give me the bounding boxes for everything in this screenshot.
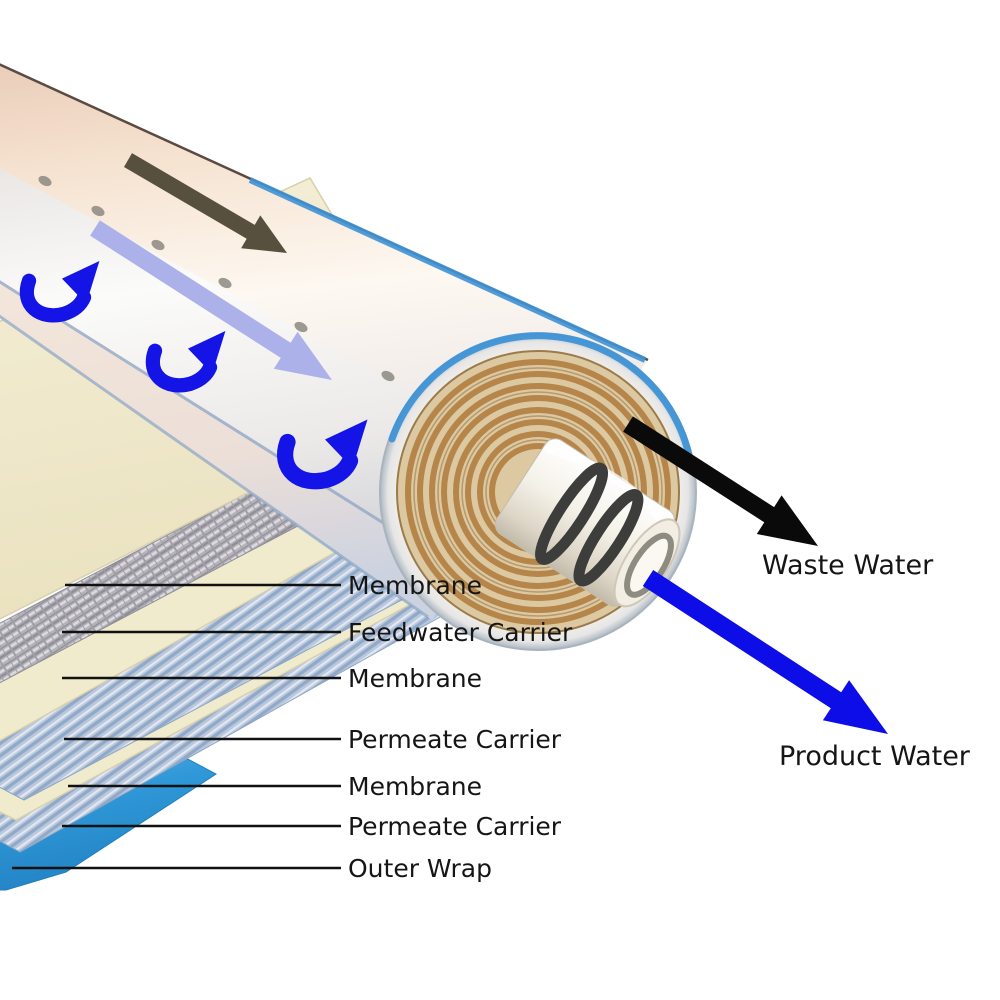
o-ring-1 (534, 462, 609, 566)
center-tube (494, 438, 681, 608)
o-ring-2 (573, 488, 644, 587)
layer-label-permeate-carrier-2: Permeate Carrier (348, 812, 562, 841)
layer-label-permeate-carrier-1: Permeate Carrier (348, 725, 562, 754)
membrane-roll (379, 332, 697, 651)
outer-wrap-edge-stripe (248, 177, 647, 363)
layer-label-membrane-2: Membrane (348, 664, 482, 693)
roll-wrap-edge (388, 332, 695, 469)
under-roll-sheet (0, 281, 462, 620)
tube-perforations (38, 175, 395, 382)
layer-label-outer-wrap: Outer Wrap (348, 854, 492, 883)
permeate-flow-arrow (90, 220, 332, 380)
tube-opening (624, 532, 674, 598)
waste-water-label: Waste Water (762, 550, 934, 581)
flow-arrows (27, 153, 888, 734)
product-water-label: Product Water (779, 741, 970, 772)
waste-water-arrow (623, 416, 818, 546)
leader-lines (12, 583, 341, 870)
layer-label-membrane-1: Membrane (348, 571, 482, 600)
feed-flow-arrow (124, 153, 287, 253)
layer-label-feedwater-carrier: Feedwater Carrier (348, 618, 573, 647)
product-water-arrow (642, 570, 888, 734)
layer-label-membrane-3: Membrane (348, 772, 482, 801)
